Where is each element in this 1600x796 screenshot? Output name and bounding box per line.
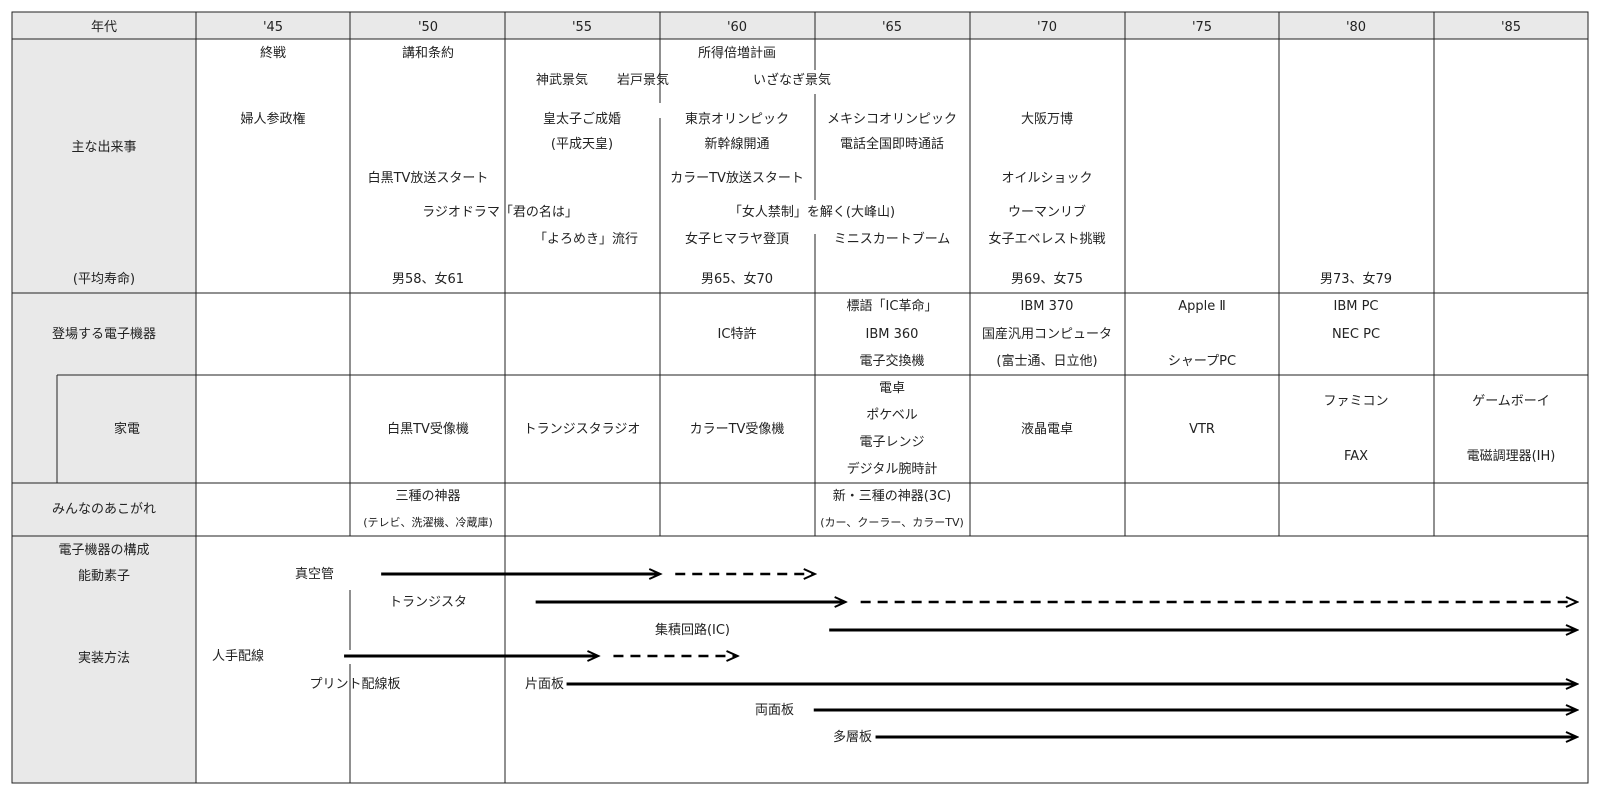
era-1970: '70 [1037,20,1057,35]
aspiration-item: (カー、クーラー、カラーTV) [820,516,964,529]
event-item: オイルショック [1001,171,1092,186]
appliance-cell [57,375,196,483]
appliance-item: 液晶電卓 [1021,422,1073,437]
event-item: 女子ヒマラヤ登頂 [685,231,789,247]
aspiration-item: 三種の神器 [395,488,460,504]
row-label-lifespan: (平均寿命) [73,271,135,287]
event-item: カラーTV放送スタート [670,171,804,186]
row-label-appliances: 家電 [114,421,140,437]
row-label-devices: 登場する電子機器 [52,327,156,342]
row-label-construction: 電子機器の構成 [58,543,149,558]
era-1965: '65 [882,20,902,35]
grid [11,11,1589,784]
event-item: 白黒TV放送スタート [368,170,489,186]
appliance-item: ゲームボーイ [1472,394,1550,409]
devices: IC特許 標語「IC革命」 IBM 360 電子交換機 IBM 370 国産汎用… [718,298,1381,369]
era-1960: '60 [727,20,747,35]
era-1945: '45 [263,20,283,35]
row-label-events: 主な出来事 [71,140,136,155]
technology-label: プリント配線板 [309,676,400,692]
appliance-item: カラーTV受像機 [690,422,785,437]
device-item: シャープPC [1168,354,1236,369]
technology-label: 両面板 [755,703,794,718]
event-item: 神武景気 [536,72,588,88]
device-item: 電子交換機 [859,353,924,369]
appliance-item: ファミコン [1323,394,1388,409]
appliance-item: ポケベル [866,408,918,423]
aspirations: 三種の神器 (テレビ、洗濯機、冷蔵庫) 新・三種の神器(3C) (カー、クーラー… [363,488,964,529]
event-item: 東京オリンピック [685,111,789,127]
technology-label: 片面板 [525,677,564,692]
device-item: IBM PC [1333,299,1378,314]
lifespans: 男58、女61 男65、女70 男69、女75 男73、女79 [392,271,1392,287]
event-item: 講和条約 [402,45,454,61]
event-item: 「よろめき」流行 [534,232,638,247]
technology-label: トランジスタ [389,595,467,610]
event-item: ラジオドラマ「君の名は」 [422,204,578,220]
appliance-item: デジタル腕時計 [847,461,938,477]
lifespan-value: 男65、女70 [701,271,773,287]
event-item: (平成天皇) [551,137,613,152]
header-row [196,12,1588,39]
event-item: いざなぎ景気 [753,72,831,88]
technology-label: 多層板 [833,729,872,745]
left-white-strip [12,375,57,483]
aspiration-item: 新・三種の神器(3C) [833,488,952,504]
event-item: 所得倍増計画 [698,45,776,61]
era-1955: '55 [572,20,592,35]
appliances: 白黒TV受像機 トランジスタラジオ カラーTV受像機 電卓 ポケベル 電子レンジ… [387,381,1555,477]
event-item: 電話全国即時通話 [840,136,944,152]
event-item: ミニスカートブーム [834,231,951,247]
event-item: ウーマンリブ [1008,204,1086,220]
lifespan-value: 男69、女75 [1011,271,1083,287]
event-item: 女子エベレスト挑戦 [988,231,1105,247]
technology-label: 人手配線 [212,648,264,664]
aspiration-item: (テレビ、洗濯機、冷蔵庫) [363,515,493,529]
device-item: IBM 360 [866,327,919,342]
device-item: Apple Ⅱ [1178,299,1226,314]
row-label-mounting: 実装方法 [78,650,130,666]
appliance-item: VTR [1189,422,1215,437]
appliance-item: 白黒TV受像機 [387,421,469,437]
device-item: 国産汎用コンピュータ [982,326,1112,342]
device-item: 標語「IC革命」 [847,298,938,314]
lifespan-value: 男58、女61 [392,271,464,287]
event-item: 新幹線開通 [704,136,769,152]
header-era-label: 年代 [91,20,117,35]
era-1975: '75 [1192,20,1212,35]
event-item: 大阪万博 [1021,112,1073,127]
appliance-item: 電子レンジ [859,435,924,450]
appliance-item: 電磁調理器(IH) [1467,449,1556,464]
appliance-item: FAX [1344,449,1368,464]
event-item: 岩戸景気 [617,72,669,88]
event-item: メキシコオリンピック [827,112,957,127]
device-item: IC特許 [718,327,757,342]
technology-label: 集積回路(IC) [655,622,730,638]
era-1980: '80 [1346,20,1366,35]
event-item: 終戦 [260,45,286,61]
technology-label: 真空管 [295,567,334,582]
lifespan-value: 男73、女79 [1320,271,1392,287]
appliance-item: 電卓 [879,381,905,396]
event-item: 皇太子ご成婚 [543,111,621,127]
row-label-aspiration: みんなのあこがれ [52,502,156,517]
row-label-active-element: 能動素子 [78,569,130,584]
event-item: 婦人参政権 [240,111,305,127]
appliance-item: トランジスタラジオ [524,422,641,437]
device-item: (富士通、日立他) [996,353,1097,369]
era-1950: '50 [418,20,438,35]
device-item: NEC PC [1332,327,1380,342]
era-headers: '45 '50 '55 '60 '65 '70 '75 '80 '85 [263,20,1521,35]
era-1985: '85 [1501,20,1521,35]
device-item: IBM 370 [1021,299,1074,314]
events: 終戦 講和条約 所得倍増計画 神武景気 岩戸景気 いざなぎ景気 婦人参政権 皇太… [240,45,1105,247]
event-item: 「女人禁制」を解く(大峰山) [729,204,895,220]
